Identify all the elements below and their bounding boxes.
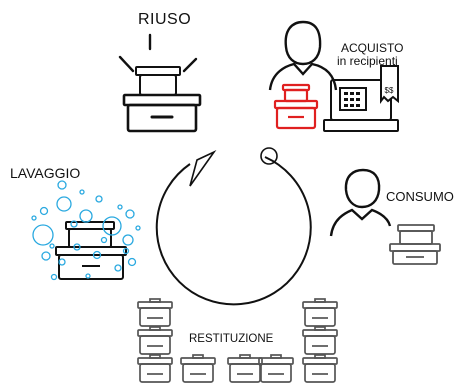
returned-container (138, 355, 172, 382)
returned-container (228, 355, 262, 382)
label-restituzione: RESTITUZIONE (189, 334, 273, 346)
label-lavaggio: LAVAGGIO (10, 166, 80, 180)
lavaggio-icon (32, 181, 140, 280)
cash-register-icon (324, 66, 398, 131)
returned-container (138, 327, 172, 354)
label-acquisto: ACQUISTO (341, 42, 403, 54)
cycle-start-circle (261, 148, 277, 164)
returned-container (138, 299, 172, 326)
returned-container (303, 299, 337, 326)
returned-container (181, 355, 215, 382)
returned-container (303, 355, 337, 382)
cycle-arrowhead (190, 152, 214, 186)
acquisto-icon: $$ (270, 22, 398, 131)
consumo-icon (331, 170, 440, 264)
receipt-dollar-text: $$ (385, 86, 394, 95)
label-consumo: CONSUMO (386, 190, 454, 203)
cashier-person-icon (270, 22, 336, 90)
returned-container (303, 327, 337, 354)
cycle-arrow (157, 148, 311, 304)
cycle-arc (157, 157, 311, 304)
label-acquisto-subtitle: in recipienti (337, 55, 398, 67)
red-containers-icon (275, 85, 317, 128)
riuso-icon (120, 35, 200, 131)
consumer-person-icon (331, 170, 390, 236)
gray-containers-icon (390, 225, 440, 264)
returned-container (259, 355, 293, 382)
label-riuso: RIUSO (138, 12, 191, 28)
